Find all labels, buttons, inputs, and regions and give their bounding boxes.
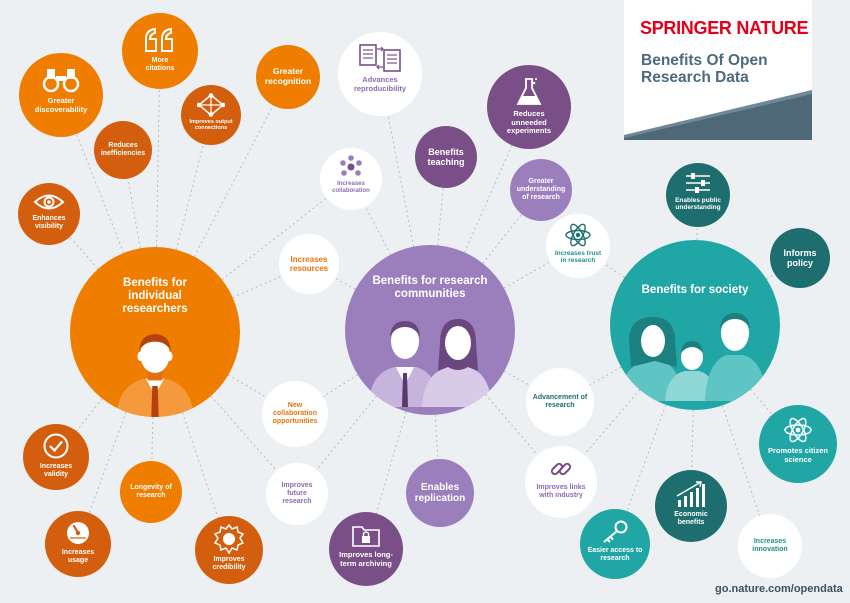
economic-benefits-label: Economic benefits bbox=[674, 511, 708, 527]
brand-logo: SPRINGER NATURE bbox=[640, 18, 809, 38]
copy-documents-icon bbox=[359, 44, 401, 72]
family-icon bbox=[619, 313, 767, 402]
growth-chart-icon bbox=[676, 481, 705, 507]
advancement-of-research-node: Advancement of research bbox=[526, 368, 594, 436]
improves-output-connections-node: Improves output connections bbox=[181, 85, 241, 145]
greater-understanding-node: Greater understanding of research bbox=[510, 159, 572, 221]
increases-innovation-node: Increases innovation bbox=[738, 514, 802, 578]
increases-collaboration-node: Increases collaboration bbox=[320, 148, 382, 210]
chain-link-icon bbox=[550, 462, 572, 476]
greater-recognition-node: Greater recognition bbox=[256, 45, 320, 109]
connector-line-24 bbox=[365, 329, 431, 550]
informs-policy-node: Informs policy bbox=[770, 228, 830, 288]
hub-individual-label: Benefits for individual researchers bbox=[122, 277, 188, 316]
benefits-teaching-label: Benefits teaching bbox=[427, 146, 465, 167]
increases-trust-node: Increases trust in research bbox=[546, 214, 610, 278]
links-with-industry-node: Improves links with industry bbox=[525, 446, 597, 518]
reduces-unneeded-experiments-label: Reduces unneeded experiments bbox=[506, 109, 552, 136]
connector-line-33 bbox=[614, 324, 696, 545]
improves-future-research-node: Improves future research bbox=[266, 463, 328, 525]
two-researchers-icon bbox=[368, 319, 492, 408]
atom-icon bbox=[565, 223, 591, 247]
connector-line-19 bbox=[429, 156, 447, 331]
collaboration-network-icon bbox=[340, 155, 362, 176]
longevity-of-research-label: Longevity of research bbox=[130, 483, 172, 499]
increases-usage-label: Increases usage bbox=[61, 549, 95, 565]
links-with-industry-label: Improves links with industry bbox=[536, 484, 586, 500]
public-understanding-label: Enables public understanding bbox=[675, 197, 721, 212]
increases-validity-node: Increases validity bbox=[23, 424, 89, 490]
award-seal-icon bbox=[214, 524, 244, 554]
greater-discoverability-node: Greater discoverability bbox=[19, 53, 103, 137]
increases-resources-node: Increases resources bbox=[279, 234, 339, 294]
increases-innovation-label: Increases innovation bbox=[752, 537, 788, 553]
increases-collaboration-label: Increases collaboration bbox=[332, 181, 370, 194]
easier-access-label: Easier access to research bbox=[587, 547, 643, 563]
connector-line-9 bbox=[154, 331, 230, 551]
more-citations-label: More citations bbox=[145, 57, 175, 73]
check-circle-icon bbox=[43, 433, 69, 459]
more-citations-node: More citations bbox=[122, 13, 198, 89]
benefits-teaching-node: Benefits teaching bbox=[415, 126, 477, 188]
network-nodes-icon bbox=[197, 93, 225, 117]
improves-output-connections-label: Improves output connections bbox=[189, 119, 233, 132]
reduces-inefficiencies-label: Reduces inefficiencies bbox=[100, 141, 146, 157]
new-collaboration-label: New collaboration opportunities bbox=[272, 401, 318, 426]
increases-resources-label: Increases resources bbox=[289, 254, 329, 273]
connector-line-3 bbox=[154, 114, 212, 333]
key-icon bbox=[603, 520, 628, 543]
enables-replication-node: Enables replication bbox=[406, 459, 474, 527]
binoculars-icon bbox=[42, 69, 80, 93]
longevity-of-research-node: Longevity of research bbox=[120, 461, 182, 523]
increases-trust-label: Increases trust in research bbox=[554, 250, 602, 265]
greater-discoverability-label: Greater discoverability bbox=[34, 96, 88, 114]
long-term-archiving-node: Improves long-term archiving bbox=[329, 512, 403, 586]
researcher-figure-icon bbox=[116, 333, 194, 417]
public-understanding-node: Enables public understanding bbox=[666, 163, 730, 227]
improves-future-research-label: Improves future research bbox=[281, 481, 313, 506]
locked-folder-icon bbox=[352, 526, 380, 547]
hub-research-communities: Benefits for research communities bbox=[345, 245, 515, 415]
atom-icon bbox=[784, 417, 812, 443]
improves-credibility-node: Improves credibility bbox=[195, 516, 263, 584]
greater-understanding-label: Greater understanding of research bbox=[516, 177, 566, 202]
increases-validity-label: Increases validity bbox=[39, 463, 73, 479]
hub-society: Benefits for society bbox=[610, 240, 780, 410]
flask-icon bbox=[516, 78, 542, 105]
gauge-icon bbox=[67, 522, 89, 544]
advancement-of-research-label: Advancement of research bbox=[532, 393, 588, 409]
hub-communities-label: Benefits for research communities bbox=[372, 275, 488, 301]
page-title: Benefits Of Open Research Data bbox=[641, 52, 768, 87]
enhances-visibility-label: Enhances visibility bbox=[32, 215, 66, 231]
hub-society-label: Benefits for society bbox=[641, 284, 749, 296]
citizen-science-node: Promotes citizen science bbox=[759, 405, 837, 483]
quote-marks-icon bbox=[145, 27, 173, 52]
hub-individual-researchers: Benefits for individual researchers bbox=[70, 247, 240, 417]
connector-line-18 bbox=[379, 73, 431, 331]
greater-recognition-label: Greater recognition bbox=[264, 66, 312, 86]
advances-reproducibility-node: Advances reproducibility bbox=[338, 32, 422, 116]
easier-access-node: Easier access to research bbox=[580, 509, 650, 579]
citizen-science-label: Promotes citizen science bbox=[767, 446, 828, 464]
informs-policy-label: Informs policy bbox=[783, 247, 817, 268]
new-collaboration-node: New collaboration opportunities bbox=[262, 381, 328, 447]
long-term-archiving-label: Improves long-term archiving bbox=[339, 550, 393, 568]
footer-url[interactable]: go.nature.com/opendata bbox=[715, 583, 843, 595]
sliders-icon bbox=[686, 173, 710, 193]
eye-icon bbox=[33, 194, 65, 210]
connector-line-35 bbox=[694, 324, 771, 547]
advances-reproducibility-label: Advances reproducibility bbox=[353, 75, 407, 93]
reduces-unneeded-experiments-node: Reduces unneeded experiments bbox=[487, 65, 571, 149]
improves-credibility-label: Improves credibility bbox=[212, 556, 246, 572]
increases-usage-node: Increases usage bbox=[45, 511, 111, 577]
connector-line-26 bbox=[429, 329, 562, 483]
economic-benefits-node: Economic benefits bbox=[655, 470, 727, 542]
reduces-inefficiencies-node: Reduces inefficiencies bbox=[94, 121, 152, 179]
enhances-visibility-node: Enhances visibility bbox=[18, 183, 80, 245]
enables-replication-label: Enables replication bbox=[414, 481, 466, 505]
header-corner-shade bbox=[624, 90, 812, 140]
